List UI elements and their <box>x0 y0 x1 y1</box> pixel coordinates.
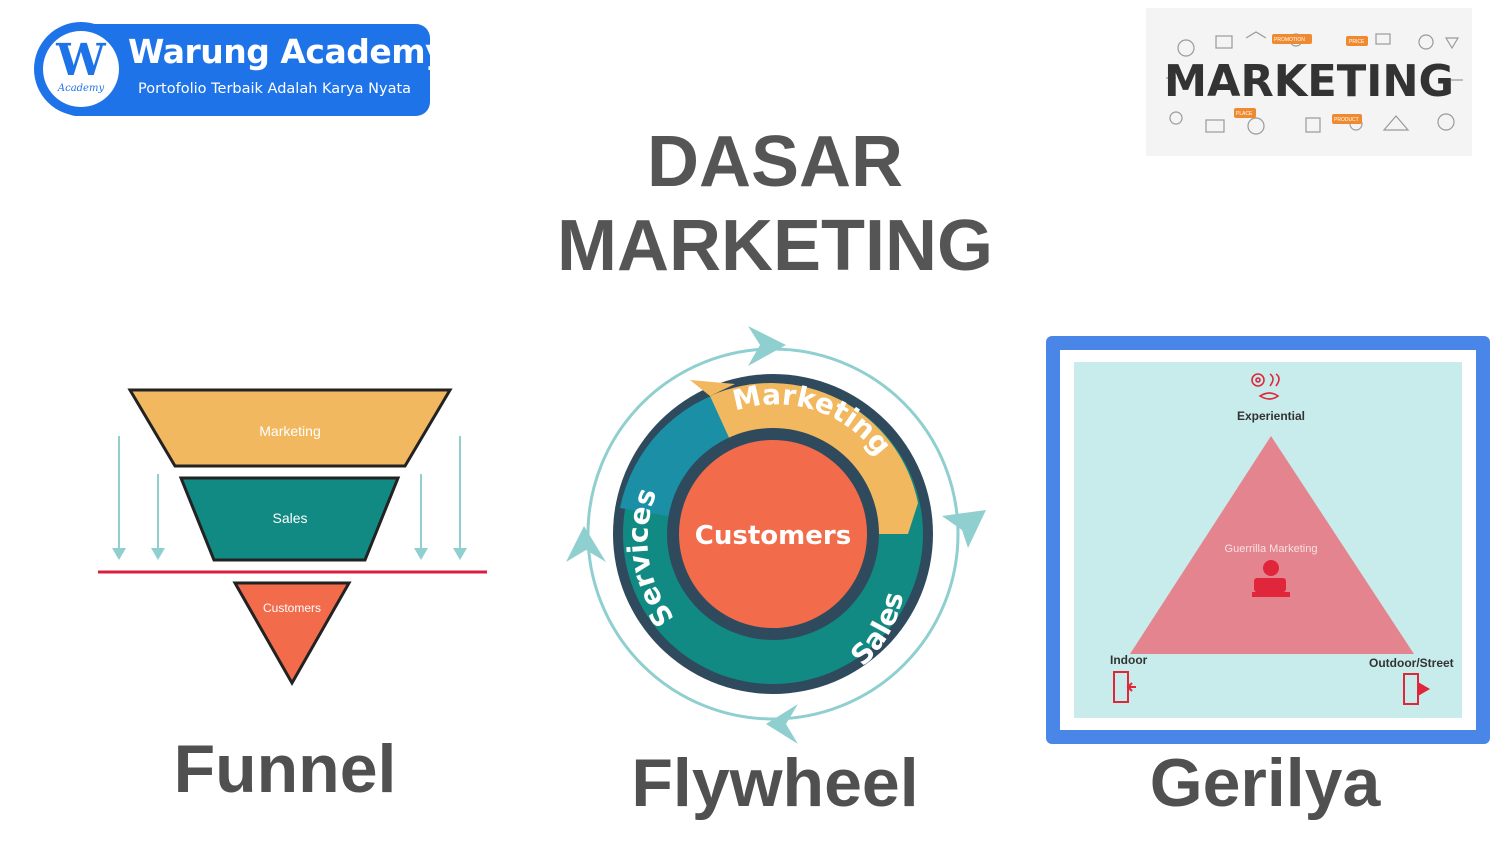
page-title: DASAR MARKETING <box>500 120 1050 288</box>
doodle-tag: PRICE <box>1349 39 1365 45</box>
page-title-line2: MARKETING <box>557 206 993 286</box>
indoor-door-icon <box>1113 671 1136 703</box>
gerilya-caption: Gerilya <box>1149 745 1381 821</box>
logo-mark-sub: Academy <box>57 83 105 94</box>
marketing-doodle-image: PROMOTION PLACE PRICE PRODUCT MARKETING <box>1146 8 1472 156</box>
page-title-line1: DASAR <box>646 122 903 202</box>
gerilya-label-right: Outdoor/Street <box>1369 656 1454 670</box>
doodle-tag: PROMOTION <box>1274 37 1305 43</box>
flywheel-arrows <box>566 326 986 744</box>
logo-mark: W <box>56 35 106 86</box>
funnel-label-customers: Customers <box>263 601 321 615</box>
flywheel-center <box>679 440 867 628</box>
flywheel-caption: Flywheel <box>631 745 919 821</box>
gerilya-label-top: Experiential <box>1237 409 1305 423</box>
gerilya-label-left: Indoor <box>1110 653 1148 667</box>
doodle-tag: PLACE <box>1236 111 1253 117</box>
outdoor-door-icon <box>1403 673 1430 705</box>
logo-badge: W Academy <box>34 22 128 116</box>
flywheel-center-label: Customers <box>695 521 851 551</box>
experiential-icon <box>1251 373 1280 400</box>
funnel-marketing-stage <box>127 388 453 468</box>
logo-tagline: Portofolio Terbaik Adalah Karya Nyata <box>138 81 412 97</box>
doodle-word: MARKETING <box>1164 56 1454 107</box>
funnel-sales-stage <box>178 476 401 562</box>
gerilya-label-center: Guerrilla Marketing <box>1225 543 1318 555</box>
flywheel-diagram: Customers Marketing Sales Services <box>566 326 986 744</box>
funnel-caption: Funnel <box>173 731 397 807</box>
funnel-label-marketing: Marketing <box>259 423 320 439</box>
doodle-tag: PRODUCT <box>1334 117 1359 123</box>
funnel-label-sales: Sales <box>272 510 307 526</box>
warung-academy-logo[interactable]: W Academy Warung Academy Portofolio Terb… <box>34 22 447 118</box>
gerilya-triangle <box>1130 436 1414 654</box>
guerrilla-icon <box>1252 560 1290 597</box>
gerilya-diagram: Experiential Guerrilla Marketing Indoor … <box>1046 336 1490 744</box>
funnel-diagram: Marketing Sales Customers <box>98 388 487 687</box>
logo-name: Warung Academy <box>128 32 447 71</box>
funnel-customers-stage <box>232 581 352 687</box>
